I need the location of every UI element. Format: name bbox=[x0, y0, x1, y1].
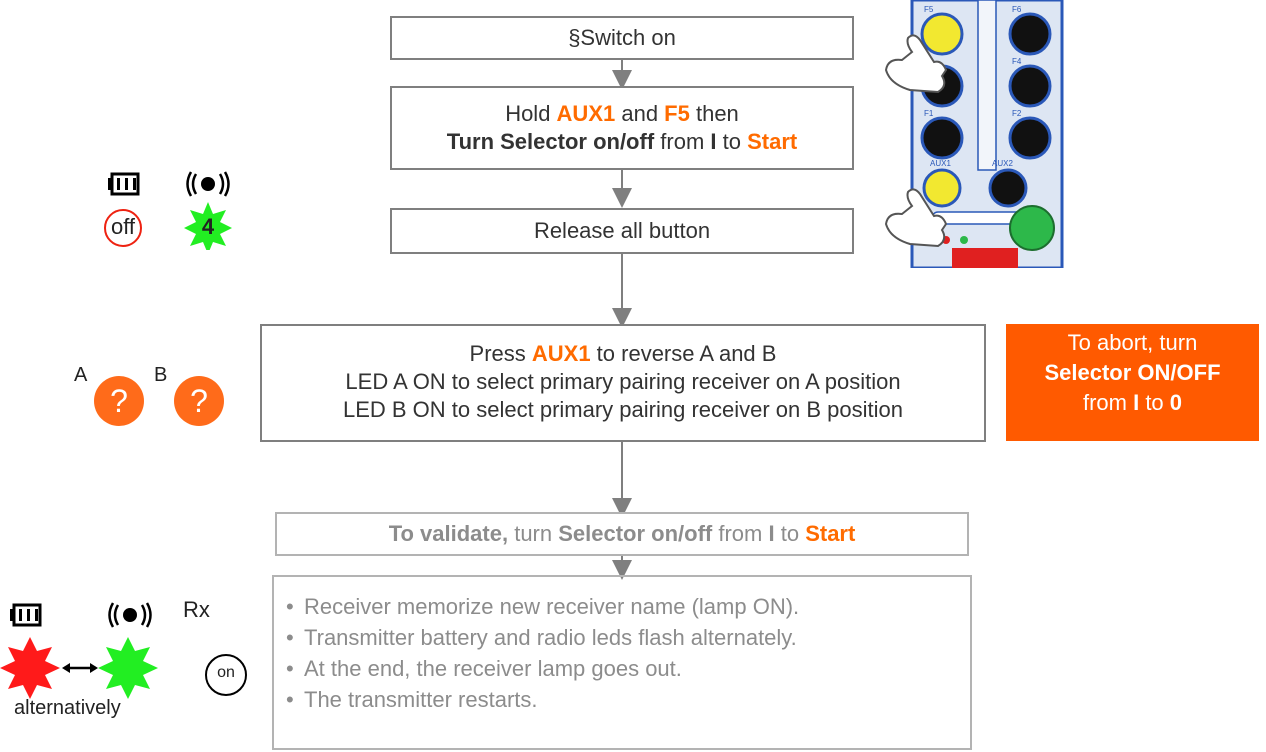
rx-lamp-circle bbox=[205, 654, 247, 696]
green-star-icon bbox=[184, 202, 232, 250]
step-switch-on-text: §Switch on bbox=[568, 25, 676, 50]
button-aux1-pressed bbox=[922, 168, 962, 208]
step-hold-buttons: Hold AUX1 and F5 then Turn Selector on/o… bbox=[390, 86, 854, 170]
double-arrow-icon bbox=[62, 663, 98, 673]
svg-text:F5: F5 bbox=[924, 5, 934, 14]
battery-icon bbox=[108, 172, 140, 196]
button-f5-pressed bbox=[920, 12, 964, 56]
question-b-badge: ? bbox=[174, 376, 224, 426]
battery-icon bbox=[10, 603, 42, 627]
hand-pointer-icon bbox=[884, 188, 948, 248]
status-indicators-top bbox=[104, 171, 232, 250]
svg-text:F6: F6 bbox=[1012, 5, 1022, 14]
label-a: A bbox=[74, 364, 88, 386]
svg-text:AUX2: AUX2 bbox=[992, 159, 1013, 168]
button-f4 bbox=[1008, 64, 1052, 108]
svg-text:F4: F4 bbox=[1012, 57, 1022, 66]
step-hold-line1: Hold AUX1 and F5 then bbox=[505, 101, 739, 126]
selector-knob bbox=[1009, 205, 1055, 251]
label-b: B bbox=[154, 364, 168, 386]
step-press-line1: Press AUX1 to reverse A and B bbox=[469, 341, 777, 366]
step-release: Release all button bbox=[390, 208, 854, 254]
status-indicators-bottom bbox=[0, 602, 247, 699]
step-switch-on: §Switch on bbox=[390, 16, 854, 60]
button-f1 bbox=[920, 116, 964, 160]
rx-label: Rx bbox=[183, 597, 210, 622]
abort-note: To abort, turn Selector ON/OFF from I to… bbox=[1006, 324, 1259, 441]
red-star-icon bbox=[0, 637, 60, 699]
step-press-line2: LED A ON to select primary pairing recei… bbox=[345, 369, 901, 394]
led-star-number: 4 bbox=[201, 214, 215, 239]
result-list: •Receiver memorize new receiver name (la… bbox=[272, 575, 972, 750]
svg-text:F1: F1 bbox=[924, 109, 934, 118]
button-aux2 bbox=[988, 168, 1028, 208]
radio-led bbox=[960, 236, 968, 244]
stop-button bbox=[952, 248, 1018, 268]
radio-icon bbox=[108, 602, 152, 628]
green-star-icon bbox=[98, 637, 158, 699]
led-off-circle bbox=[104, 209, 142, 247]
button-f2 bbox=[1008, 116, 1052, 160]
list-item: •Receiver memorize new receiver name (la… bbox=[286, 594, 800, 619]
list-item: •Transmitter battery and radio leds flas… bbox=[286, 625, 797, 650]
step-validate: To validate, turn Selector on/off from I… bbox=[275, 512, 969, 556]
step-hold-line2: Turn Selector on/off from I to Start bbox=[446, 129, 798, 154]
list-item: •At the end, the receiver lamp goes out. bbox=[286, 656, 682, 681]
hand-pointer-icon bbox=[884, 34, 948, 94]
step-press-line3: LED B ON to select primary pairing recei… bbox=[342, 397, 903, 422]
radio-icon bbox=[186, 171, 230, 197]
svg-text:F2: F2 bbox=[1012, 109, 1022, 118]
alternatively-label: alternatively bbox=[14, 697, 121, 719]
device-illustration: F5 F6 F3 F4 F1 F2 AUX1 AUX2 bbox=[884, 0, 1064, 268]
question-a-badge: ? bbox=[94, 376, 144, 426]
list-item: •The transmitter restarts. bbox=[286, 687, 538, 712]
svg-text:AUX1: AUX1 bbox=[930, 159, 951, 168]
led-off-label: off bbox=[110, 214, 136, 239]
rx-on-label: on bbox=[217, 664, 235, 681]
step-press-aux1: Press AUX1 to reverse A and B LED A ON t… bbox=[260, 324, 986, 442]
button-f6 bbox=[1008, 12, 1052, 56]
